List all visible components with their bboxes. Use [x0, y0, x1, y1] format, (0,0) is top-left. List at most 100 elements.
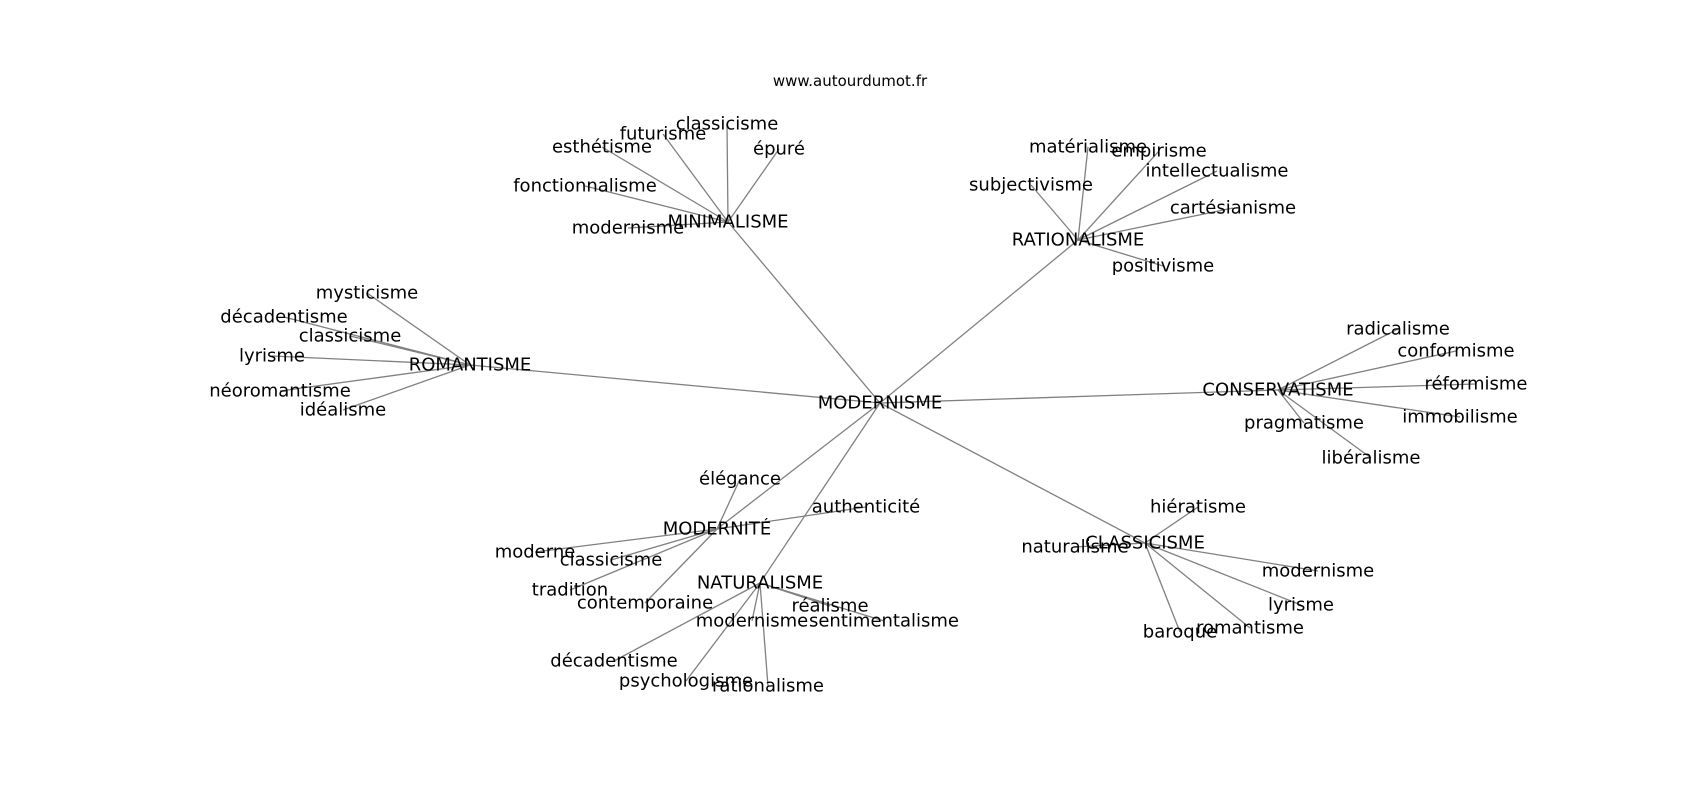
source-url: www.autourdumot.fr — [772, 72, 928, 90]
edge-modernite-authenticite — [716, 506, 867, 530]
edge-classicisme-romantisme — [1144, 542, 1251, 629]
edge-classicisme-baroque — [1144, 542, 1181, 633]
leaf-node-decadentisme: décadentisme — [220, 307, 347, 328]
leaf-node-futurisme: futurisme — [620, 124, 707, 145]
edge-conservatisme-liberalisme — [1277, 389, 1372, 459]
cluster-node-rationalisme: RATIONALISME — [1012, 230, 1145, 251]
leaf-node-lyrisme: lyrisme — [239, 346, 305, 367]
edge-modernite-moderne — [534, 528, 718, 553]
leaf-node-sentimentalisme: sentimentalisme — [809, 611, 959, 632]
edge-romantisme-lyrisme — [271, 355, 471, 366]
edge-naturalisme-sentimentalisme — [759, 582, 885, 622]
leaf-node-fonctionnalisme: fonctionnalisme — [513, 176, 657, 197]
leaf-node-modernisme: modernisme — [696, 611, 809, 632]
leaf-node-materialisme: matérialisme — [1029, 137, 1147, 158]
edge-modernite-contemporaine — [644, 528, 718, 604]
leaf-node-modernisme: modernisme — [572, 218, 685, 239]
edge-minimalisme-futurisme — [662, 133, 729, 223]
leaf-node-naturalisme: naturalisme — [1021, 537, 1128, 558]
leaf-node-reformisme: réformisme — [1424, 374, 1527, 395]
leaf-node-contemporaine: contemporaine — [577, 593, 713, 614]
cluster-node-classicisme: CLASSICISME — [1085, 533, 1205, 554]
edge-classicisme-modernisme — [1144, 542, 1319, 572]
graph-labels: MODERNISMEMINIMALISMEclassicismefuturism… — [209, 114, 1527, 697]
edge-minimalisme-fonctionnalisme — [584, 185, 729, 223]
edge-rationalisme-positivisme — [1077, 239, 1164, 267]
leaf-node-elegance: élégance — [699, 469, 781, 490]
leaf-node-classicisme: classicisme — [299, 326, 402, 347]
edge-rationalisme-cartesianisme — [1077, 207, 1234, 241]
edge-modernite-elegance — [716, 478, 741, 530]
leaf-node-pragmatisme: pragmatisme — [1244, 413, 1364, 434]
leaf-node-realisme: réalisme — [791, 596, 868, 617]
root-node-modernisme: MODERNISME — [818, 393, 943, 414]
leaf-node-empirisme: empirisme — [1111, 141, 1206, 162]
edge-minimalisme-classicisme — [726, 123, 729, 223]
edge-root-romantisme — [469, 364, 881, 404]
leaf-node-authenticite: authenticité — [812, 497, 920, 518]
leaf-node-cartesianisme: cartésianisme — [1170, 198, 1296, 219]
edge-classicisme-lyrisme — [1144, 542, 1302, 606]
edge-naturalisme-rationalisme — [759, 582, 769, 687]
leaf-node-rationalisme: rationalisme — [712, 676, 824, 697]
leaf-node-moderne: moderne — [495, 542, 576, 563]
edge-conservatisme-conformisme — [1277, 350, 1457, 391]
leaf-node-modernisme: modernisme — [1262, 561, 1375, 582]
edge-romantisme-classicisme — [349, 335, 471, 366]
leaf-node-mysticisme: mysticisme — [316, 283, 419, 304]
edge-root-minimalisme — [727, 221, 881, 404]
edge-romantisme-neoromantisme — [279, 364, 471, 392]
edge-conservatisme-radicalisme — [1277, 328, 1399, 391]
edge-classicisme-naturalisme — [1074, 542, 1146, 548]
edge-conservatisme-pragmatisme — [1277, 389, 1305, 424]
leaf-node-romantisme: romantisme — [1196, 618, 1304, 639]
edge-rationalisme-materialisme — [1077, 146, 1089, 241]
leaf-node-classicisme: classicisme — [560, 550, 663, 571]
edge-minimalisme-epure — [727, 148, 780, 223]
cluster-node-conservatisme: CONSERVATISME — [1202, 380, 1353, 401]
edge-naturalisme-modernisme — [751, 582, 761, 622]
edge-naturalisme-psychologisme — [685, 582, 761, 682]
leaf-node-lyrisme: lyrisme — [1268, 595, 1334, 616]
edge-classicisme-hieratisme — [1144, 506, 1199, 544]
leaf-node-psychologisme: psychologisme — [619, 671, 753, 692]
leaf-node-liberalisme: libéralisme — [1322, 448, 1421, 469]
edge-naturalisme-decadentisme — [613, 582, 761, 662]
edge-minimalisme-esthetisme — [601, 146, 729, 223]
leaf-node-epure: épuré — [753, 139, 805, 160]
edge-rationalisme-subjectivisme — [1030, 184, 1079, 241]
leaf-node-intellectualisme: intellectualisme — [1146, 161, 1289, 182]
leaf-node-radicalisme: radicalisme — [1346, 319, 1450, 340]
cluster-node-romantisme: ROMANTISME — [409, 355, 532, 376]
cluster-node-modernite: MODERNITÉ — [663, 518, 772, 540]
leaf-node-decadentisme: décadentisme — [550, 651, 677, 672]
leaf-node-idealisme: idéalisme — [300, 400, 387, 421]
edge-rationalisme-empirisme — [1077, 150, 1160, 241]
edge-modernite-tradition — [569, 528, 718, 591]
leaf-node-hieratisme: hiératisme — [1150, 497, 1246, 518]
edge-root-conservatisme — [879, 389, 1279, 404]
leaf-node-esthetisme: esthétisme — [552, 137, 652, 158]
leaf-node-classicisme: classicisme — [676, 114, 779, 135]
edge-romantisme-mysticisme — [366, 292, 471, 366]
edge-modernite-classicisme — [610, 528, 718, 561]
edge-conservatisme-immobilisme — [1277, 389, 1461, 418]
leaf-node-subjectivisme: subjectivisme — [969, 175, 1093, 196]
edge-romantisme-idealisme — [342, 364, 471, 411]
leaf-node-positivisme: positivisme — [1112, 256, 1215, 277]
graph-edges — [271, 123, 1477, 687]
leaf-node-immobilisme: immobilisme — [1402, 407, 1518, 428]
leaf-node-neoromantisme: néoromantisme — [209, 381, 351, 402]
leaf-node-baroque: baroque — [1143, 622, 1217, 643]
edge-root-rationalisme — [879, 239, 1079, 404]
edge-minimalisme-modernisme — [627, 221, 729, 229]
edge-rationalisme-intellectualisme — [1077, 170, 1218, 241]
edge-root-modernite — [716, 402, 881, 530]
leaf-node-tradition: tradition — [532, 580, 608, 601]
edge-root-naturalisme — [759, 402, 881, 584]
cluster-node-minimalisme: MINIMALISME — [667, 212, 788, 233]
leaf-node-conformisme: conformisme — [1397, 341, 1514, 362]
edge-root-classicisme — [879, 402, 1146, 544]
edge-conservatisme-reformisme — [1277, 383, 1477, 391]
